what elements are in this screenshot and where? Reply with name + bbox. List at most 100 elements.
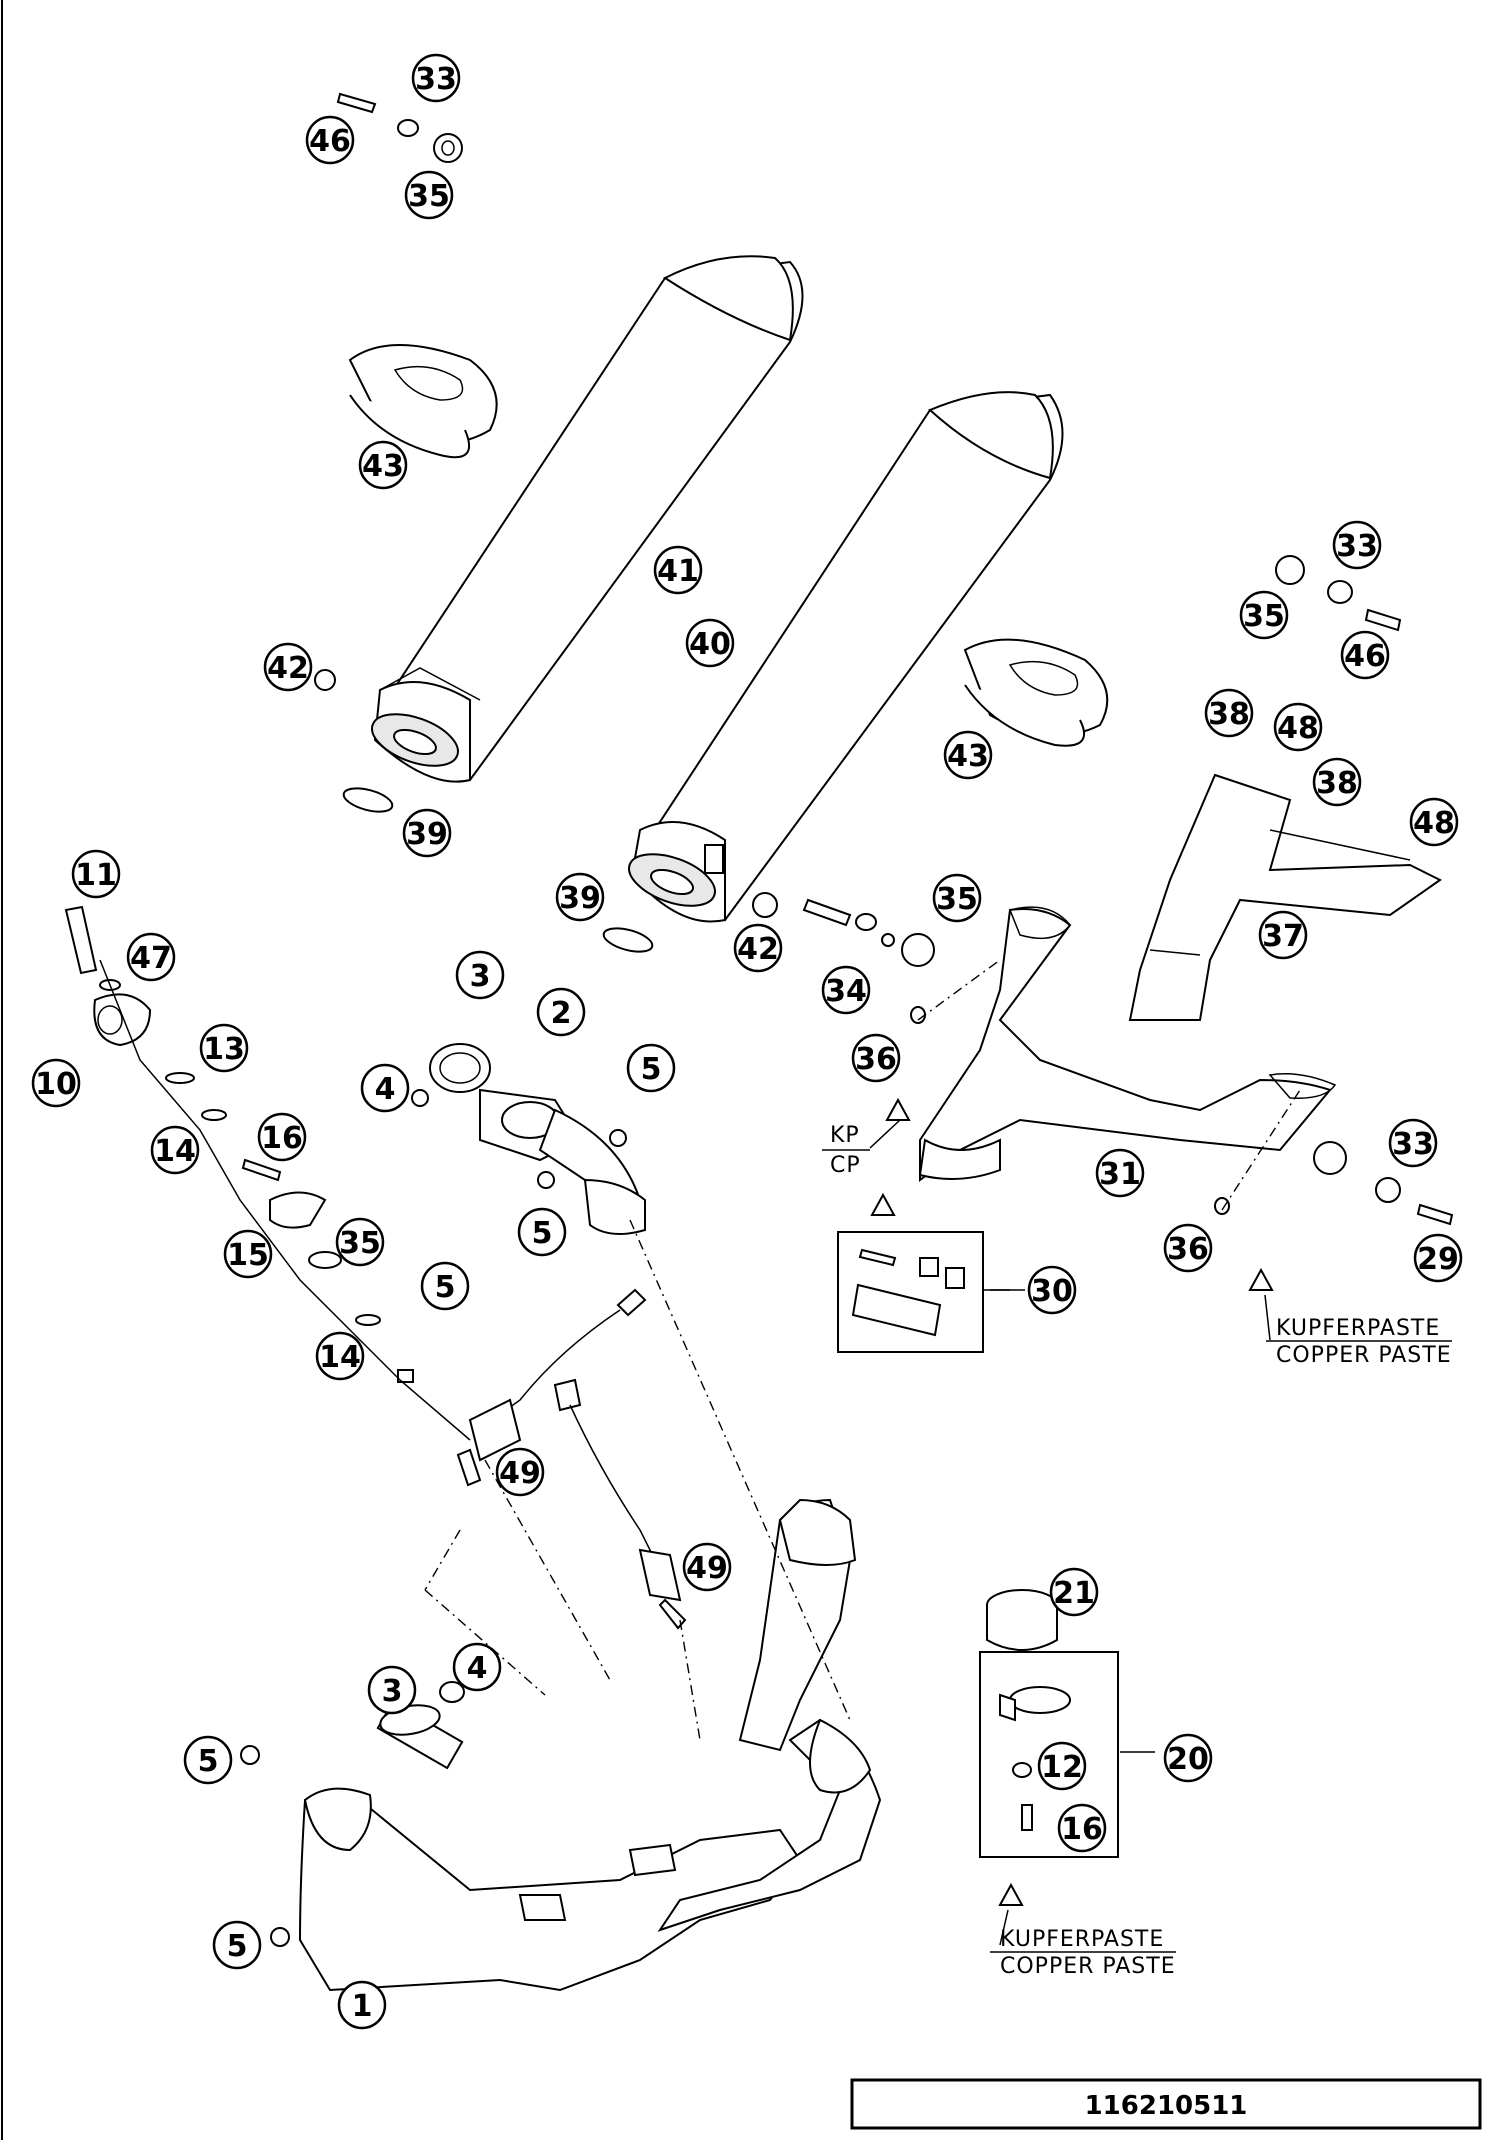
copper-paste-tube-bottom xyxy=(998,1882,1024,1906)
reference-number-box xyxy=(850,2078,1482,2130)
callout-number: 15 xyxy=(227,1238,269,1273)
callout-number: 12 xyxy=(1041,1750,1083,1785)
nut-36-upper xyxy=(910,1006,926,1024)
callout-number: 35 xyxy=(936,882,978,917)
reference-number: 116210511 xyxy=(1085,2091,1248,2121)
callout-1: 1 xyxy=(337,1980,387,2030)
callout-number: 4 xyxy=(375,1072,396,1107)
callout-33: 33 xyxy=(1388,1118,1438,1168)
callout-36: 36 xyxy=(851,1033,901,1083)
callout-5: 5 xyxy=(183,1735,233,1785)
mounting-hardware-center xyxy=(802,898,935,967)
gasket-39-lower xyxy=(602,927,654,953)
callout-circle xyxy=(126,932,176,982)
rubber-grommet-42-lower xyxy=(752,892,778,918)
callout-circle xyxy=(1027,1265,1077,1315)
callout-42: 42 xyxy=(263,642,313,692)
callout-circle xyxy=(360,1063,410,1113)
callout-35: 35 xyxy=(404,170,454,220)
callout-circle xyxy=(263,642,313,692)
callout-number: 35 xyxy=(408,179,450,214)
callout-number: 37 xyxy=(1262,919,1304,954)
callout-43: 43 xyxy=(358,440,408,490)
callout-circle xyxy=(404,170,454,220)
callout-circle xyxy=(223,1229,273,1279)
callout-circle xyxy=(335,1217,385,1267)
callout-number: 10 xyxy=(35,1067,77,1102)
o2-sensor-49-left xyxy=(456,1288,647,1487)
callout-circle xyxy=(851,1033,901,1083)
callout-number: 46 xyxy=(309,124,351,159)
callout-48: 48 xyxy=(1273,702,1323,752)
callout-49: 49 xyxy=(682,1542,732,1592)
callout-circle xyxy=(455,950,505,1000)
callout-number: 46 xyxy=(1344,639,1386,674)
callout-number: 36 xyxy=(855,1042,897,1077)
callout-number: 5 xyxy=(227,1929,248,1964)
callout-5: 5 xyxy=(517,1207,567,1257)
nut-36-lower xyxy=(1214,1197,1230,1215)
callout-39: 39 xyxy=(402,808,452,858)
callout-48: 48 xyxy=(1409,797,1459,847)
callout-circle xyxy=(31,1058,81,1108)
callout-number: 48 xyxy=(1413,806,1455,841)
callout-number: 21 xyxy=(1053,1576,1095,1611)
muffler-clamp-43-upper xyxy=(348,344,498,459)
callout-circle xyxy=(1095,1148,1145,1198)
callout-circle xyxy=(1273,702,1323,752)
callout-number: 38 xyxy=(1208,697,1250,732)
callout-number: 38 xyxy=(1316,766,1358,801)
callout-2: 2 xyxy=(536,987,586,1037)
label-kp: KP xyxy=(830,1123,860,1148)
callout-circle xyxy=(536,987,586,1037)
callout-circle xyxy=(212,1920,262,1970)
callout-number: 1 xyxy=(352,1989,373,2024)
head-pipe-assembly-1 xyxy=(240,1498,882,1992)
callout-43: 43 xyxy=(943,730,993,780)
gasket-39-upper xyxy=(342,787,394,813)
callout-circle xyxy=(685,618,735,668)
callout-circle xyxy=(337,1980,387,2030)
callout-circle xyxy=(1388,1118,1438,1168)
callout-46: 46 xyxy=(1340,630,1390,680)
callout-number: 13 xyxy=(203,1032,245,1067)
callout-number: 48 xyxy=(1277,711,1319,746)
callout-39: 39 xyxy=(555,872,605,922)
callout-5: 5 xyxy=(626,1043,676,1093)
leader-lines xyxy=(424,959,1301,1946)
callout-circle xyxy=(932,873,982,923)
callout-35: 35 xyxy=(932,873,982,923)
callout-number: 5 xyxy=(435,1270,456,1305)
callout-number: 39 xyxy=(559,881,601,916)
muffler-clamp-43-lower xyxy=(963,638,1109,747)
callout-5: 5 xyxy=(420,1261,470,1311)
callout-number: 35 xyxy=(339,1226,381,1261)
callout-number: 2 xyxy=(551,996,572,1031)
head-pipe-upper xyxy=(411,1043,646,1235)
callout-30: 30 xyxy=(1027,1265,1077,1315)
callout-38: 38 xyxy=(1204,688,1254,738)
callout-33: 33 xyxy=(411,53,461,103)
callout-number: 16 xyxy=(1061,1812,1103,1847)
callout-circle xyxy=(555,872,605,922)
callout-37: 37 xyxy=(1258,910,1308,960)
callout-number: 42 xyxy=(267,651,309,686)
callout-circle xyxy=(1340,630,1390,680)
callout-circle xyxy=(452,1642,502,1692)
callout-49: 49 xyxy=(495,1447,545,1497)
callout-3: 3 xyxy=(455,950,505,1000)
callout-33: 33 xyxy=(1332,520,1382,570)
kit-box-30 xyxy=(837,1231,984,1353)
callout-circle xyxy=(71,849,121,899)
callout-47: 47 xyxy=(126,932,176,982)
callout-42: 42 xyxy=(733,923,783,973)
callout-41: 41 xyxy=(653,545,703,595)
callout-circle xyxy=(517,1207,567,1257)
callout-circle xyxy=(733,923,783,973)
callout-circle xyxy=(420,1261,470,1311)
copper-paste-tube-kp xyxy=(885,1097,911,1121)
y-collector-31 xyxy=(918,906,1337,1182)
callout-circle xyxy=(626,1043,676,1093)
